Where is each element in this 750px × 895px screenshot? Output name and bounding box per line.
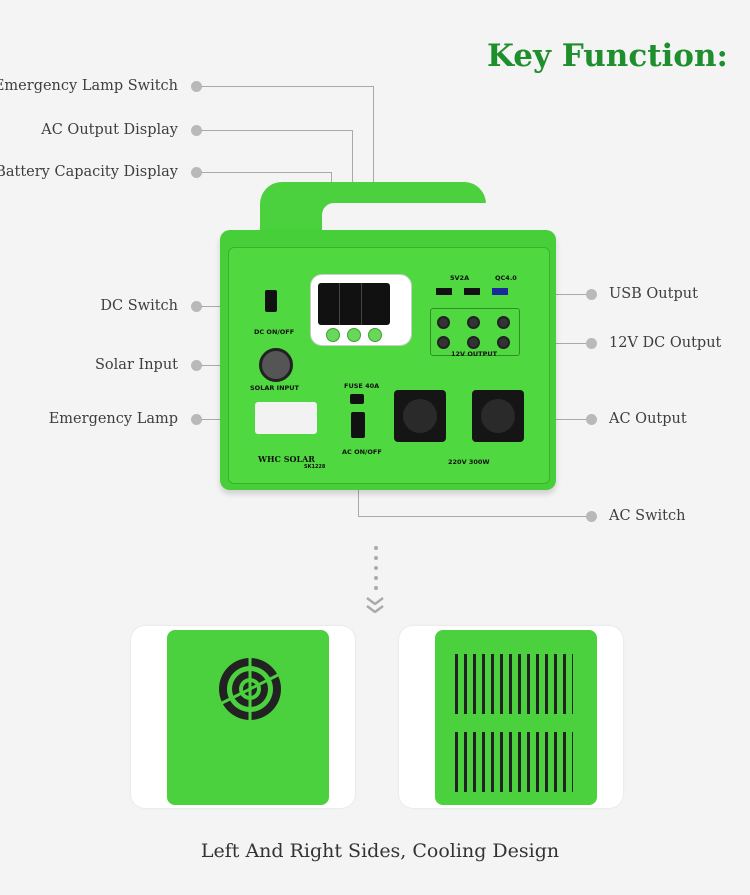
dc-port[interactable] <box>437 336 450 349</box>
callout-dot <box>191 125 202 136</box>
fan-vent-icon <box>219 658 281 720</box>
ac-socket[interactable] <box>394 390 446 442</box>
callout-dot <box>191 301 202 312</box>
callout-dot <box>191 167 202 178</box>
ac-socket[interactable] <box>472 390 524 442</box>
solar-input-label: SOLAR INPUT <box>250 384 299 392</box>
lamp-switch-button[interactable] <box>368 328 382 342</box>
page-title: Key Function: <box>487 38 728 74</box>
usb-port[interactable] <box>464 288 480 295</box>
label-ac-switch: AC Switch <box>609 508 686 524</box>
caption: Left And Right Sides, Cooling Design <box>200 840 560 862</box>
fuse-label: FUSE 40A <box>344 382 380 390</box>
label-emergency-lamp: Emergency Lamp <box>48 411 178 427</box>
dc-port[interactable] <box>497 316 510 329</box>
ac-rating-label: 220V 300W <box>448 458 490 466</box>
label-12v-dc-output: 12V DC Output <box>609 335 722 351</box>
usb-port[interactable] <box>436 288 452 295</box>
callout-line <box>358 516 586 517</box>
dc-port[interactable] <box>437 316 450 329</box>
callout-dot <box>586 414 597 425</box>
chevron-down-icon <box>366 597 384 605</box>
callout-dot <box>191 81 202 92</box>
callout-dot <box>191 414 202 425</box>
fuse <box>350 394 364 404</box>
dc-output-label: 12V OUTPUT <box>451 350 498 358</box>
callout-dot <box>586 338 597 349</box>
ac-switch[interactable] <box>351 412 365 438</box>
callout-dot <box>191 360 202 371</box>
qc-label: QC4.0 <box>495 274 517 282</box>
chevron-down-icon <box>366 605 384 613</box>
label-usb-output: USB Output <box>609 286 698 302</box>
label-dc-switch: DC Switch <box>100 298 178 314</box>
model-label: SK1228 <box>304 464 326 470</box>
callout-dot <box>586 511 597 522</box>
left-side-view <box>131 626 355 808</box>
dc-output-block <box>430 308 520 356</box>
ac-switch-label: AC ON/OFF <box>342 448 382 456</box>
dc-switch[interactable] <box>265 290 277 312</box>
brand-label: WHC SOLAR <box>258 454 315 464</box>
battery-display-button[interactable] <box>326 328 340 342</box>
dc-port[interactable] <box>467 336 480 349</box>
qc-usb-port[interactable] <box>492 288 508 295</box>
dc-port[interactable] <box>467 316 480 329</box>
callout-line <box>201 86 374 87</box>
dc-switch-label: DC ON/OFF <box>254 328 295 336</box>
vent-grille <box>455 654 573 714</box>
usb-label: 5V2A <box>450 274 470 282</box>
lcd-display <box>318 283 390 325</box>
callout-line <box>201 130 353 131</box>
power-station-front: DC ON/OFF SOLAR INPUT WHC SOLAR SK1228 F… <box>218 182 558 492</box>
label-ac-output-display: AC Output Display <box>41 122 178 138</box>
label-emergency-lamp-switch: Emergency Lamp Switch <box>0 78 178 94</box>
vent-grille <box>455 732 573 792</box>
callout-line <box>201 172 332 173</box>
callout-dot <box>586 289 597 300</box>
solar-input-port[interactable] <box>259 348 293 382</box>
label-solar-input: Solar Input <box>95 357 178 373</box>
emergency-lamp <box>255 402 317 434</box>
label-battery-capacity-display: Battery Capacity Display <box>0 164 178 180</box>
dc-port[interactable] <box>497 336 510 349</box>
right-side-view <box>399 626 623 808</box>
label-ac-output: AC Output <box>609 411 687 427</box>
ac-display-button[interactable] <box>347 328 361 342</box>
